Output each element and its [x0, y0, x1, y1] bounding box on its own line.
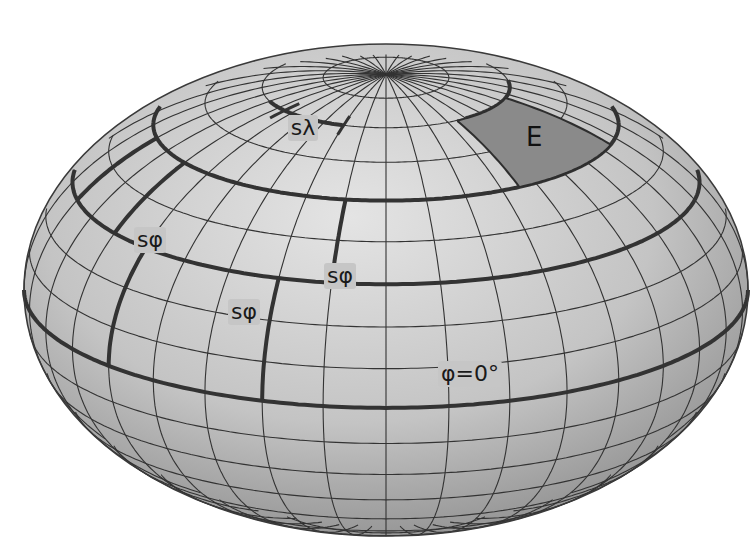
meridian-line	[153, 74, 386, 523]
meridian-line	[262, 74, 386, 532]
thick-meridian	[109, 248, 146, 366]
meridian-line	[205, 74, 386, 528]
meridian-line	[109, 74, 386, 139]
parallel-line	[47, 373, 725, 474]
parallel-line	[24, 290, 748, 408]
meridian-line	[386, 74, 700, 511]
arc-length-label: sφ	[324, 263, 356, 288]
parallel-line	[219, 500, 552, 536]
ellipsoid-body	[24, 44, 748, 536]
meridian-line	[30, 74, 387, 439]
graticule	[24, 55, 748, 536]
equator-label: φ=0°	[438, 361, 502, 386]
arc-length-label: sλ	[288, 115, 318, 140]
shaded-area: E	[457, 98, 611, 187]
meridian-line	[385, 74, 386, 535]
thick-parallel	[73, 170, 700, 284]
arc-tick	[338, 116, 350, 135]
parallel-line	[323, 57, 449, 98]
parallel-line	[30, 334, 742, 444]
meridian-line	[386, 74, 619, 523]
meridian-line	[386, 74, 567, 528]
parallel-line	[73, 170, 700, 284]
arc-length-label: sφ	[134, 227, 166, 252]
arc-length-label: sφ	[228, 299, 260, 324]
meridian-line	[73, 74, 387, 511]
area-polygon	[457, 98, 611, 187]
meridian-line	[46, 74, 386, 492]
parallel-line	[30, 249, 743, 369]
meridian-line	[386, 71, 566, 86]
meridian-line	[386, 74, 743, 439]
parallel-line	[46, 209, 726, 328]
area-label: E	[526, 122, 542, 152]
meridian-line	[323, 74, 386, 534]
thick-meridian	[115, 163, 185, 234]
equator-line	[24, 290, 748, 408]
thick-meridian	[77, 138, 157, 200]
ellipsoid-outline	[24, 44, 748, 536]
parallel-line	[114, 446, 658, 519]
thick-meridian	[262, 278, 279, 401]
